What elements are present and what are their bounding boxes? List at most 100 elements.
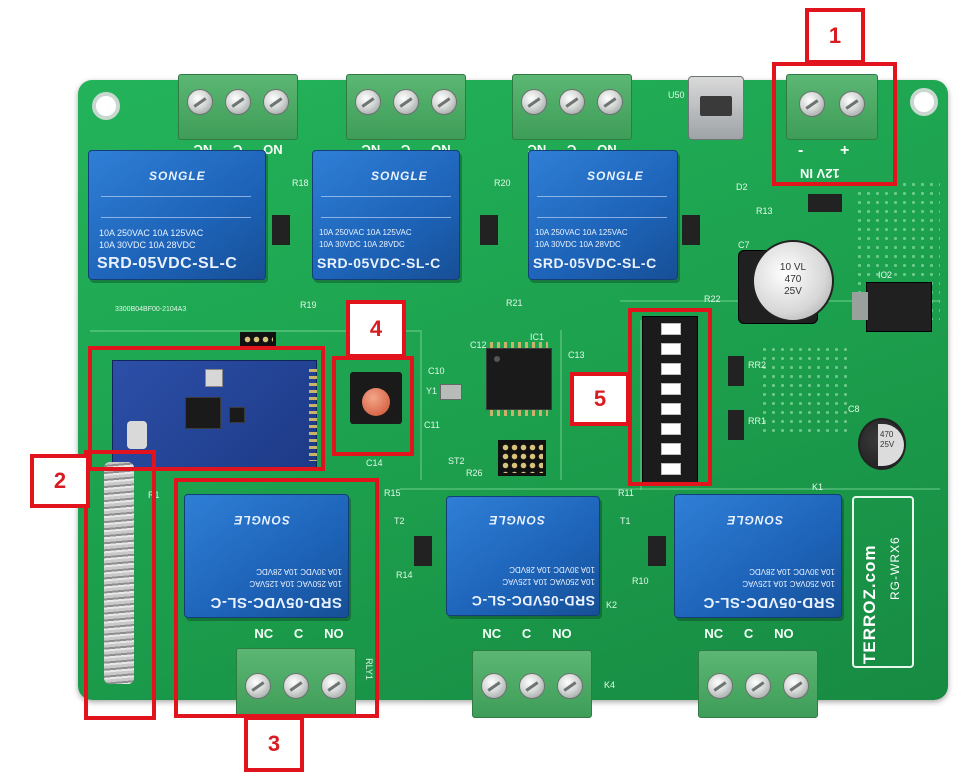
terminal-block-top-2 (346, 74, 466, 140)
relay-model: SRD-05VDC-SL-C (97, 255, 238, 272)
terminal-label-nc: NC (704, 626, 724, 641)
silkscreen-r15: R15 (384, 488, 401, 498)
terminal-label-row: NC C NO (694, 626, 804, 641)
relay-spec-line-1: 10A 250VAC 10A 125VAC (502, 577, 595, 586)
screw-icon (355, 89, 381, 115)
silkscreen-k2: K2 (606, 600, 618, 610)
resistor-array (728, 410, 744, 440)
screw-icon (431, 89, 457, 115)
screw-icon (597, 89, 623, 115)
relay-brand: SONGLE (587, 169, 644, 183)
pcb-trace (90, 330, 420, 332)
power-terminal-minus: - (798, 142, 804, 159)
certification-icon (537, 196, 667, 218)
pcb-trace (560, 330, 562, 480)
dip-switch-4[interactable] (661, 383, 681, 395)
screw-icon (519, 673, 545, 699)
silkscreen-y1: Y1 (426, 386, 438, 396)
relay-brand: SONGLE (149, 169, 206, 183)
terminal-block-top-1 (178, 74, 298, 140)
silkscreen-r13: R13 (756, 206, 773, 216)
screw-icon (187, 89, 213, 115)
terminal-label-c: C (743, 626, 754, 641)
relay-bottom-3: SRD-05VDC-SL-C 10A 250VAC 10A 125VAC 10A… (674, 494, 842, 618)
header-pins-small[interactable] (240, 332, 276, 346)
terminal-label-row: NC C NO (472, 626, 582, 641)
transistor (648, 536, 666, 566)
silkscreen-u50: U50 (668, 90, 685, 100)
dip-switch-3[interactable] (661, 363, 681, 375)
screw-icon (245, 673, 271, 699)
callout-box-5 (628, 308, 712, 486)
dip-switch-5[interactable] (661, 403, 681, 415)
relay-text-group: SRD-05VDC-SL-C 10A 250VAC 10A 125VAC 10A… (675, 495, 843, 619)
screw-icon (521, 89, 547, 115)
silkscreen-c7: C7 (738, 240, 750, 250)
transistor (414, 536, 432, 566)
screw-icon (225, 89, 251, 115)
relay-spec-line-2: 10A 30VDC 10A 28VDC (319, 240, 405, 249)
dip-switch-8[interactable] (661, 463, 681, 475)
silkscreen-k1: K1 (812, 482, 824, 492)
relay-top-2: SONGLE 10A 250VAC 10A 125VAC 10A 30VDC 1… (312, 150, 460, 280)
capacitor-c7-text: 10 VL 470 25V (779, 262, 807, 297)
terminal-label-no: NO (552, 626, 572, 641)
silkscreen-r18: R18 (292, 178, 309, 188)
ic-pins-bottom (490, 410, 548, 416)
silkscreen-c8: C8 (848, 404, 860, 414)
relay-model: SRD-05VDC-SL-C (317, 255, 441, 271)
relay-spec-line-1: 10A 250VAC 10A 125VAC (319, 228, 412, 237)
pcb-trace (420, 330, 422, 480)
board-model: RG-WRX6 (888, 536, 902, 600)
terminal-block-bottom-2 (472, 650, 592, 718)
terminal-label-c: C (521, 626, 532, 641)
silkscreen-t2: T2 (394, 516, 405, 526)
screw-icon (557, 673, 583, 699)
rf-chip (185, 397, 221, 429)
screw-icon (393, 89, 419, 115)
screw-icon (559, 89, 585, 115)
terminal-block-bottom-1 (236, 648, 356, 718)
transistor (682, 215, 700, 245)
terminal-label-no: NO (324, 626, 344, 641)
ic-pins-top (490, 342, 548, 348)
terminal-block-top-3 (512, 74, 632, 140)
silkscreen-r21: R21 (506, 298, 523, 308)
callout-label-2: 2 (30, 454, 90, 508)
silkscreen-ic2: IC2 (878, 270, 893, 280)
silkscreen-c12: C12 (470, 340, 487, 350)
screw-icon (321, 673, 347, 699)
power-terminal-block (786, 74, 878, 140)
terminal-label-row: NC C NO (244, 626, 354, 641)
silkscreen-r14: R14 (396, 570, 413, 580)
capacitor-c8-text: 470 25V (880, 430, 895, 449)
callout-box-2 (88, 346, 325, 471)
transistor (480, 215, 498, 245)
dip-switch-2[interactable] (661, 343, 681, 355)
relay-model: SRD-05VDC-SL-C (702, 594, 835, 611)
dip-switch-6[interactable] (661, 423, 681, 435)
silkscreen-r26: R26 (466, 468, 483, 478)
silkscreen-rr1: RR1 (748, 416, 767, 426)
push-button-sw1[interactable] (362, 388, 390, 416)
silkscreen-c11: C11 (424, 420, 440, 430)
brand-plate (852, 496, 914, 668)
silkscreen-k4: K4 (604, 680, 616, 690)
relay-spec-line-2: 10A 30VDC 10A 28VDC (509, 565, 595, 574)
relay-text-group: SRD-05VDC-SL-C 10A 250VAC 10A 125VAC 10A… (447, 497, 601, 617)
programming-header[interactable] (498, 440, 546, 476)
dip-switch-1[interactable] (661, 323, 681, 335)
screw-icon (263, 89, 289, 115)
relay-brand: SONGLE (488, 513, 545, 527)
rf-pins (309, 369, 317, 461)
callout-box-1 (772, 62, 897, 186)
dip-switch-7[interactable] (661, 443, 681, 455)
silkscreen-r22: R22 (704, 294, 721, 304)
callout-label-4: 4 (346, 300, 406, 358)
callout-box-2-antenna (84, 450, 156, 720)
voltage-regulator-ic2 (866, 282, 932, 332)
callout-box-4 (332, 356, 414, 456)
certification-icon (321, 196, 451, 218)
callout-label-5: 5 (570, 372, 630, 426)
board-brand: TERROZ.com (860, 544, 879, 664)
